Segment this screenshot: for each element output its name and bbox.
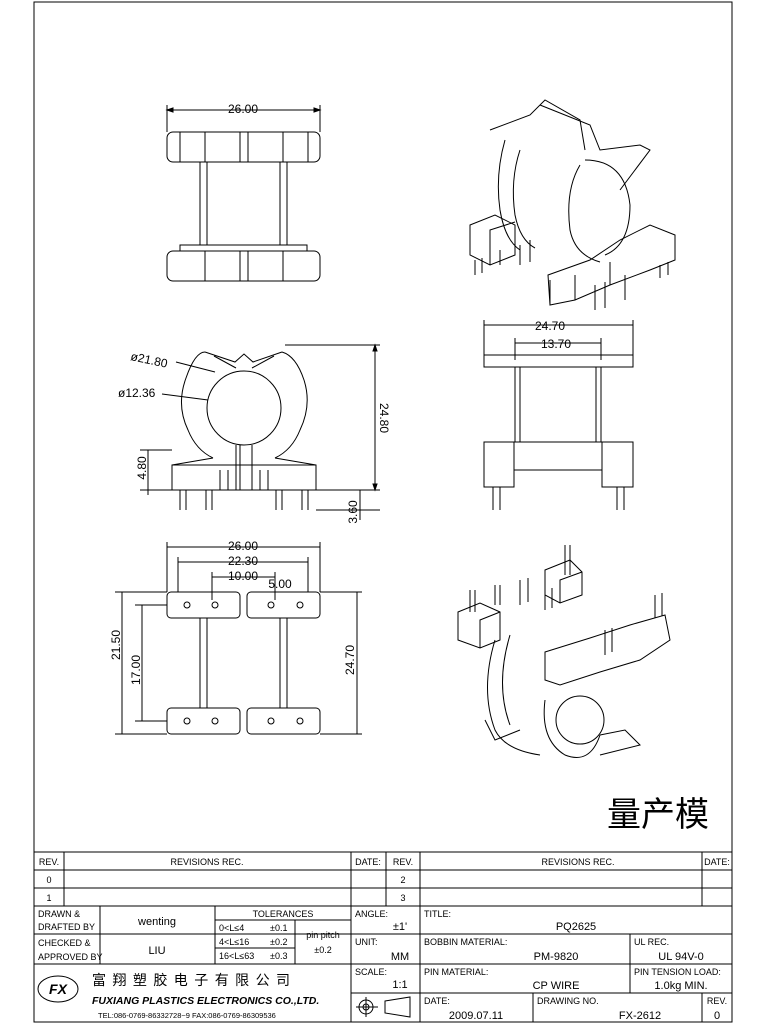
drafted-by-label: DRAFTED BY bbox=[38, 922, 95, 932]
scale-value: 1:1 bbox=[392, 979, 407, 991]
pin-pitch-dim: 5.00 bbox=[268, 577, 292, 591]
bottom-height-outer-dim: 21.50 bbox=[109, 630, 123, 660]
rev-label: REV. bbox=[707, 996, 727, 1006]
front-outer-dim: 24.70 bbox=[535, 319, 565, 333]
tol-value-2: ±0.2 bbox=[270, 937, 287, 947]
iso-view-top bbox=[469, 99, 676, 310]
unit-value: MM bbox=[391, 951, 409, 963]
pin-pitch-label: pin pitch bbox=[306, 930, 340, 940]
company-logo-icon: FX bbox=[37, 975, 79, 1003]
revisions-header-left: REVISIONS REC. bbox=[170, 857, 243, 867]
company-name-en: FUXIANG PLASTICS ELECTRONICS CO.,LTD. bbox=[92, 995, 319, 1007]
iso-view-bottom bbox=[457, 545, 671, 758]
pin-length-dim: 3.60 bbox=[346, 500, 360, 524]
pin-span-inner-dim: 10.00 bbox=[228, 569, 258, 583]
pin-span-dim: 22.30 bbox=[228, 554, 258, 568]
revisions-header-right: REVISIONS REC. bbox=[541, 857, 614, 867]
tol-range-1: 0<L≤4 bbox=[219, 923, 244, 933]
drawing-no-value: FX-2612 bbox=[619, 1010, 661, 1022]
company-name-cn: 富 翔 塑 胶 电 子 有 限 公 司 bbox=[92, 972, 291, 989]
inner-dia-dim: ø12.36 bbox=[118, 386, 156, 400]
checked-by-label: CHECKED & bbox=[38, 938, 91, 948]
revision-table: REV. REVISIONS REC. DATE: REV. REVISIONS… bbox=[34, 851, 732, 907]
angle-label: ANGLE: bbox=[355, 909, 388, 919]
bottom-depth-dim: 24.70 bbox=[343, 645, 357, 675]
pin-pitch-value: ±0.2 bbox=[314, 945, 331, 955]
base-height-dim: 4.80 bbox=[135, 456, 149, 480]
tol-range-3: 16<L≤63 bbox=[219, 951, 254, 961]
tol-value-1: ±0.1 bbox=[270, 923, 287, 933]
ul-rec-value: UL 94V-0 bbox=[658, 951, 703, 963]
date-value: 2009.07.11 bbox=[449, 1010, 503, 1022]
logo-text: FX bbox=[49, 981, 69, 997]
date-label: DATE: bbox=[424, 996, 450, 1006]
rev-row: 1 bbox=[46, 893, 51, 903]
date-header-left: DATE: bbox=[355, 857, 381, 867]
top-view: 26.00 bbox=[165, 102, 322, 282]
tol-range-2: 4<L≤16 bbox=[219, 937, 249, 947]
date-header-right: DATE: bbox=[704, 857, 730, 867]
bottom-height-inner-dim: 17.00 bbox=[129, 655, 143, 685]
bobbin-material-label: BOBBIN MATERIAL: bbox=[424, 937, 507, 947]
title-label: TITLE: bbox=[424, 909, 451, 919]
bottom-width-dim: 26.00 bbox=[228, 539, 258, 553]
drawn-by-label: DRAWN & bbox=[38, 909, 80, 919]
front-inner-dim: 13.70 bbox=[541, 337, 571, 351]
pin-tension-value: 1.0kg MIN. bbox=[654, 980, 707, 992]
side-view: ø21.80 ø12.36 24.80 3.60 4.80 bbox=[118, 343, 391, 524]
title-block: DRAWN & DRAFTED BY wenting CHECKED & APP… bbox=[34, 906, 732, 1022]
drawing-no-label: DRAWING NO. bbox=[537, 996, 599, 1006]
rev-row: 2 bbox=[400, 875, 405, 885]
rev-header-right: REV. bbox=[393, 857, 413, 867]
angle-value: ±1' bbox=[393, 921, 407, 933]
pin-material-value: CP WIRE bbox=[533, 980, 580, 992]
drawing-frame bbox=[33, 1, 733, 1023]
pin-material-label: PIN MATERIAL: bbox=[424, 967, 488, 977]
tol-value-3: ±0.3 bbox=[270, 951, 287, 961]
rev-value: 0 bbox=[714, 1010, 720, 1022]
ul-rec-label: UL REC. bbox=[634, 937, 669, 947]
unit-label: UNIT: bbox=[355, 937, 378, 947]
approved-by-label: APPROVED BY bbox=[38, 952, 103, 962]
bottom-view: 26.00 22.30 10.00 5.00 21.50 17.00 24.70 bbox=[109, 539, 362, 735]
drawn-by-value: wenting bbox=[137, 916, 176, 928]
watermark-text: 量产模 bbox=[607, 795, 709, 835]
bobbin-material-value: PM-9820 bbox=[534, 951, 579, 963]
rev-row: 0 bbox=[46, 875, 51, 885]
company-contact: TEL:086-0769-86332728~9 FAX:086-0769-863… bbox=[98, 1011, 276, 1020]
side-height-dim: 24.80 bbox=[377, 403, 391, 433]
scale-label: SCALE: bbox=[355, 967, 387, 977]
outer-dia-dim: ø21.80 bbox=[129, 349, 169, 371]
company-block: FX 富 翔 塑 胶 电 子 有 限 公 司 FUXIANG PLASTICS … bbox=[37, 972, 319, 1020]
projection-symbol-icon bbox=[356, 996, 411, 1018]
pin-tension-label: PIN TENSION LOAD: bbox=[634, 967, 721, 977]
front-view: 24.70 13.70 bbox=[483, 319, 634, 510]
rev-header-left: REV. bbox=[39, 857, 59, 867]
tolerances-label: TOLERANCES bbox=[253, 909, 314, 919]
rev-row: 3 bbox=[400, 893, 405, 903]
title-value: PQ2625 bbox=[556, 921, 596, 933]
checked-by-value: LIU bbox=[148, 945, 165, 957]
top-width-dim: 26.00 bbox=[228, 102, 258, 116]
